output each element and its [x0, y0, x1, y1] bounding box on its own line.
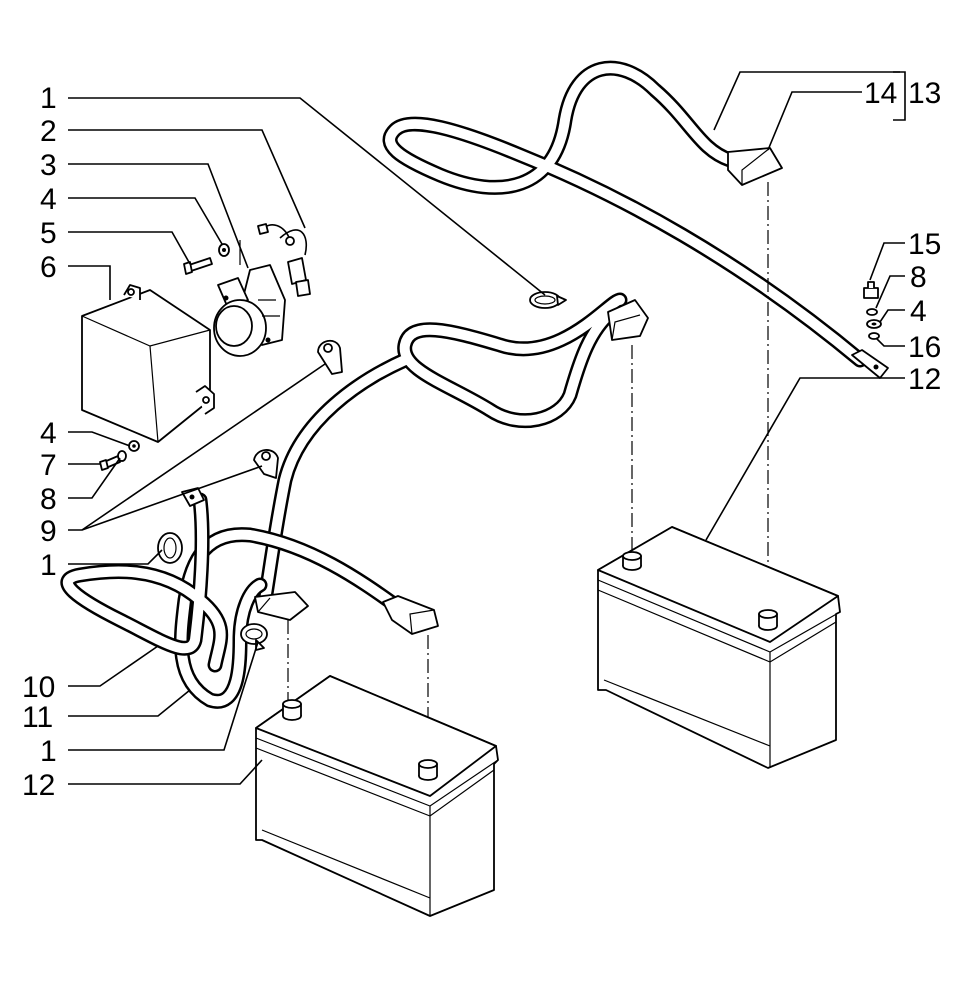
washer-16 — [868, 332, 880, 340]
battery-right-post-1 — [622, 551, 642, 571]
battery-right — [597, 526, 841, 769]
callout-5: 5 — [40, 217, 57, 250]
callout-1-top: 1 — [40, 82, 57, 115]
cable-10 — [60, 492, 229, 673]
callout-2: 2 — [40, 115, 57, 148]
callout-8-left: 8 — [40, 483, 57, 516]
cable-clip-upper — [317, 339, 343, 375]
callout-12-right: 12 — [908, 363, 941, 396]
terminal-cover-13 — [727, 147, 783, 186]
bolt-7 — [99, 455, 121, 471]
battery-right-post-2 — [758, 609, 778, 631]
terminal-cover-upper — [607, 299, 649, 341]
callout-7: 7 — [40, 449, 57, 482]
cable-positive-main — [257, 292, 628, 608]
callout-4-right: 4 — [910, 295, 927, 328]
callout-12-left: 12 — [22, 769, 55, 802]
battery-disconnect-switch — [213, 264, 286, 357]
callout-1-middle: 1 — [40, 549, 57, 582]
ground-cable-lug — [851, 349, 889, 379]
washer-4-top — [218, 243, 230, 257]
tie-strap-left — [157, 532, 183, 564]
battery-left — [255, 675, 499, 917]
callout-6: 6 — [40, 251, 57, 284]
terminal-cover-lower-right — [382, 595, 439, 635]
callout-13: 13 — [908, 77, 941, 110]
cable-14 — [382, 60, 868, 368]
callout-14: 14 — [864, 77, 897, 110]
callout-10: 10 — [22, 671, 55, 704]
battery-left-post-1 — [282, 699, 302, 721]
callout-11: 11 — [22, 701, 53, 734]
leader-lines — [68, 71, 906, 785]
cable-11 — [173, 527, 403, 709]
switch-cover-box — [81, 284, 215, 443]
terminal-cover-lower-left — [254, 591, 309, 621]
washer-4-left — [128, 440, 140, 452]
callout-4-left: 4 — [40, 417, 57, 450]
tie-strap-top — [529, 291, 567, 309]
callout-9: 9 — [40, 515, 57, 548]
callout-3: 3 — [40, 149, 57, 182]
callout-numbers: 1 2 3 4 5 6 4 7 8 9 1 10 11 1 12 14 13 1… — [22, 77, 941, 802]
callout-8-right: 8 — [910, 261, 927, 294]
callout-16: 16 — [908, 331, 941, 364]
washer-8-right — [866, 308, 878, 316]
battery-left-post-2 — [418, 759, 438, 781]
washer-4-right — [866, 319, 882, 329]
bolt-15 — [863, 281, 879, 299]
callout-1-lower: 1 — [40, 735, 57, 768]
callout-4-top: 4 — [40, 183, 57, 216]
callout-15: 15 — [908, 228, 941, 261]
cable-clip-lower — [253, 449, 279, 479]
switch-wire-connector — [257, 223, 311, 297]
bolt-5 — [183, 257, 213, 275]
